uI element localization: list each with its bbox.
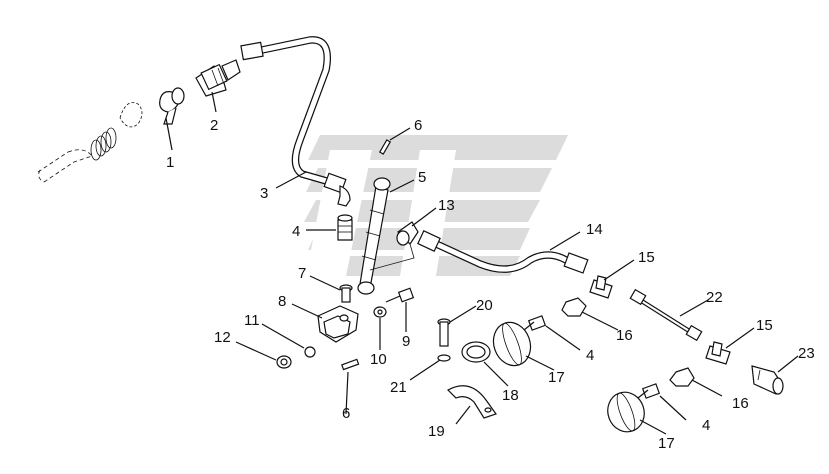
- callout-11: 11: [244, 312, 260, 329]
- callout-4c: 4: [702, 417, 710, 434]
- part-5-rod: [357, 177, 391, 295]
- part-14-hose: [417, 230, 589, 274]
- callout-13: 13: [438, 197, 455, 214]
- leader-lines: [165, 91, 799, 435]
- callout-10: 10: [370, 351, 387, 368]
- part-4-nipple-a: [337, 214, 353, 241]
- part-7-bolt: [339, 284, 353, 303]
- callout-2: 2: [210, 117, 218, 134]
- part-4-nipple-c: [641, 383, 661, 399]
- callout-12: 12: [214, 329, 231, 346]
- callout-9: 9: [402, 333, 410, 350]
- part-18-clamp: [461, 341, 491, 363]
- part-19-bracket: [447, 385, 497, 419]
- part-11-washer: [304, 346, 316, 358]
- callout-21: 21: [390, 379, 407, 396]
- part-17-accumulator-a: [492, 321, 535, 367]
- part-1-plug: [37, 87, 185, 183]
- part-16-nut-a: [561, 297, 587, 317]
- callout-3: 3: [260, 185, 268, 202]
- part-15-tee-b: [705, 341, 731, 365]
- callout-16a: 16: [616, 327, 633, 344]
- part-3-hose: [240, 36, 351, 207]
- part-4-nipple-b: [527, 315, 547, 331]
- part-17-accumulator-b: [607, 389, 649, 433]
- callouts: 1 2 3 4 4 4 5 6 6 7 8 9 10 11 12 13 14 1…: [166, 117, 815, 452]
- part-13-elbow: [369, 221, 419, 271]
- callout-4a: 4: [292, 223, 300, 240]
- callout-23: 23: [798, 345, 815, 362]
- callout-15b: 15: [756, 317, 773, 334]
- callout-4b: 4: [586, 347, 594, 364]
- callout-6a: 6: [414, 117, 422, 134]
- part-12-nut: [276, 355, 292, 369]
- callout-17a: 17: [548, 369, 565, 386]
- part-22-pipe: [629, 288, 703, 342]
- callout-6b: 6: [342, 405, 350, 422]
- callout-14: 14: [586, 221, 603, 238]
- part-6-pin-b: [341, 358, 360, 371]
- callout-16b: 16: [732, 395, 749, 412]
- callout-20: 20: [476, 297, 493, 314]
- callout-15a: 15: [638, 249, 655, 266]
- part-2-fitting: [195, 59, 241, 97]
- callout-1: 1: [166, 154, 174, 171]
- callout-8: 8: [278, 293, 286, 310]
- part-23-connector: [751, 365, 784, 395]
- callout-22: 22: [706, 289, 723, 306]
- part-10-washer: [373, 306, 387, 318]
- watermark-logo: [304, 135, 568, 276]
- callout-18: 18: [502, 387, 519, 404]
- callout-17b: 17: [658, 435, 675, 452]
- part-21-washer: [437, 354, 451, 362]
- callout-5: 5: [418, 169, 426, 186]
- part-15-tee-a: [589, 275, 613, 299]
- callout-7: 7: [298, 265, 306, 282]
- part-20-bolt: [437, 318, 451, 347]
- part-8-bracket: [317, 305, 359, 343]
- part-6-pin-a: [378, 139, 392, 155]
- part-9-bolt: [385, 287, 415, 303]
- callout-19: 19: [428, 423, 445, 440]
- part-16-nut-b: [669, 367, 695, 387]
